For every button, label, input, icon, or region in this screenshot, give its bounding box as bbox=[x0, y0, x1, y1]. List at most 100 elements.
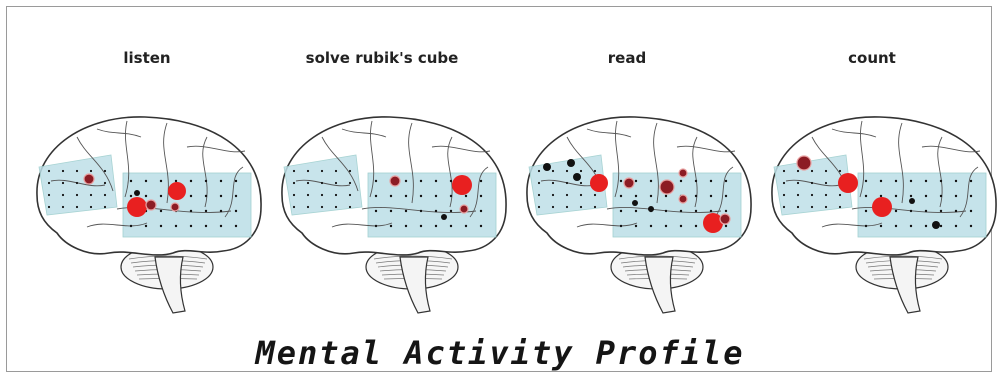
electrode-dot bbox=[940, 195, 942, 197]
electrode-dot bbox=[895, 210, 897, 212]
electrode-dot bbox=[293, 194, 295, 196]
electrode-dot bbox=[390, 210, 392, 212]
electrode-dot bbox=[970, 195, 972, 197]
electrode-dot bbox=[710, 180, 712, 182]
electrode-dot bbox=[205, 195, 207, 197]
electrode-dot bbox=[76, 182, 78, 184]
electrode-dot bbox=[335, 170, 337, 172]
electrode-dot bbox=[235, 195, 237, 197]
electrode-dot bbox=[160, 195, 162, 197]
electrode-dot bbox=[620, 225, 622, 227]
electrode-dot bbox=[566, 170, 568, 172]
electrode-dot bbox=[235, 180, 237, 182]
electrode-dot bbox=[465, 195, 467, 197]
electrode-dot bbox=[390, 195, 392, 197]
electrode-dot bbox=[220, 195, 222, 197]
electrode-dot bbox=[538, 194, 540, 196]
electrode-dot bbox=[725, 195, 727, 197]
electrode-dot bbox=[62, 194, 64, 196]
electrode-dot bbox=[349, 206, 351, 208]
electrode-dot bbox=[680, 225, 682, 227]
electrode-dot bbox=[566, 194, 568, 196]
figure-frame: listen solve rubik's cube read count Men… bbox=[6, 6, 992, 372]
electrode-dot bbox=[76, 170, 78, 172]
electrode-dot bbox=[710, 195, 712, 197]
electrode-dot bbox=[190, 225, 192, 227]
brain-panel-read bbox=[507, 107, 757, 327]
electrode-dot bbox=[48, 170, 50, 172]
electrode-dot bbox=[375, 225, 377, 227]
activation-site bbox=[168, 182, 186, 200]
electrode-dot bbox=[580, 170, 582, 172]
label-listen: listen bbox=[27, 49, 267, 67]
activation-site bbox=[543, 163, 551, 171]
electrode-dot bbox=[797, 170, 799, 172]
activation-site bbox=[872, 197, 892, 217]
electrode-dot bbox=[205, 180, 207, 182]
electrode-dot bbox=[293, 170, 295, 172]
electrode-dot bbox=[895, 180, 897, 182]
electrode-dot bbox=[130, 225, 132, 227]
electrode-dot bbox=[695, 180, 697, 182]
activation-site bbox=[171, 203, 179, 211]
electrode-dot bbox=[349, 182, 351, 184]
temporal-electrode-grid bbox=[368, 173, 496, 237]
electrode-dot bbox=[650, 225, 652, 227]
electrode-dot bbox=[865, 195, 867, 197]
electrode-dot bbox=[940, 180, 942, 182]
electrode-dot bbox=[797, 182, 799, 184]
electrode-dot bbox=[797, 194, 799, 196]
label-read: read bbox=[507, 49, 747, 67]
electrode-dot bbox=[48, 194, 50, 196]
electrode-dot bbox=[811, 194, 813, 196]
electrode-dot bbox=[825, 206, 827, 208]
electrode-dot bbox=[130, 195, 132, 197]
electrode-dot bbox=[811, 170, 813, 172]
electrode-dot bbox=[880, 195, 882, 197]
electrode-dot bbox=[665, 195, 667, 197]
electrode-dot bbox=[321, 206, 323, 208]
electrode-dot bbox=[725, 210, 727, 212]
electrode-dot bbox=[865, 210, 867, 212]
electrode-dot bbox=[552, 206, 554, 208]
activation-site bbox=[624, 178, 634, 188]
activation-site bbox=[127, 197, 147, 217]
electrode-dot bbox=[839, 170, 841, 172]
electrode-dot bbox=[566, 206, 568, 208]
activation-site bbox=[84, 174, 94, 184]
electrode-dot bbox=[725, 180, 727, 182]
electrode-dot bbox=[825, 170, 827, 172]
electrode-dot bbox=[839, 194, 841, 196]
electrode-dot bbox=[205, 225, 207, 227]
electrode-dot bbox=[321, 194, 323, 196]
electrode-dot bbox=[321, 170, 323, 172]
electrode-dot bbox=[680, 180, 682, 182]
electrode-dot bbox=[307, 206, 309, 208]
electrode-dot bbox=[220, 225, 222, 227]
electrode-dot bbox=[390, 225, 392, 227]
electrode-dot bbox=[145, 225, 147, 227]
electrode-dot bbox=[925, 225, 927, 227]
electrode-dot bbox=[405, 195, 407, 197]
activation-site bbox=[441, 214, 447, 220]
activation-site bbox=[632, 200, 638, 206]
electrode-dot bbox=[450, 195, 452, 197]
electrode-dot bbox=[797, 206, 799, 208]
electrode-dot bbox=[552, 194, 554, 196]
brain-panel-count bbox=[752, 107, 1000, 327]
electrode-dot bbox=[76, 206, 78, 208]
label-rubik: solve rubik's cube bbox=[262, 49, 502, 67]
electrode-dot bbox=[450, 210, 452, 212]
electrode-dot bbox=[925, 195, 927, 197]
electrode-dot bbox=[594, 206, 596, 208]
electrode-dot bbox=[405, 180, 407, 182]
activation-site bbox=[573, 173, 581, 181]
brain-illustration-count bbox=[752, 107, 1000, 327]
activation-site bbox=[838, 173, 858, 193]
activation-site bbox=[460, 205, 468, 213]
electrode-dot bbox=[90, 194, 92, 196]
electrode-dot bbox=[783, 182, 785, 184]
electrode-dot bbox=[190, 180, 192, 182]
electrode-dot bbox=[811, 206, 813, 208]
activation-site bbox=[660, 180, 674, 194]
